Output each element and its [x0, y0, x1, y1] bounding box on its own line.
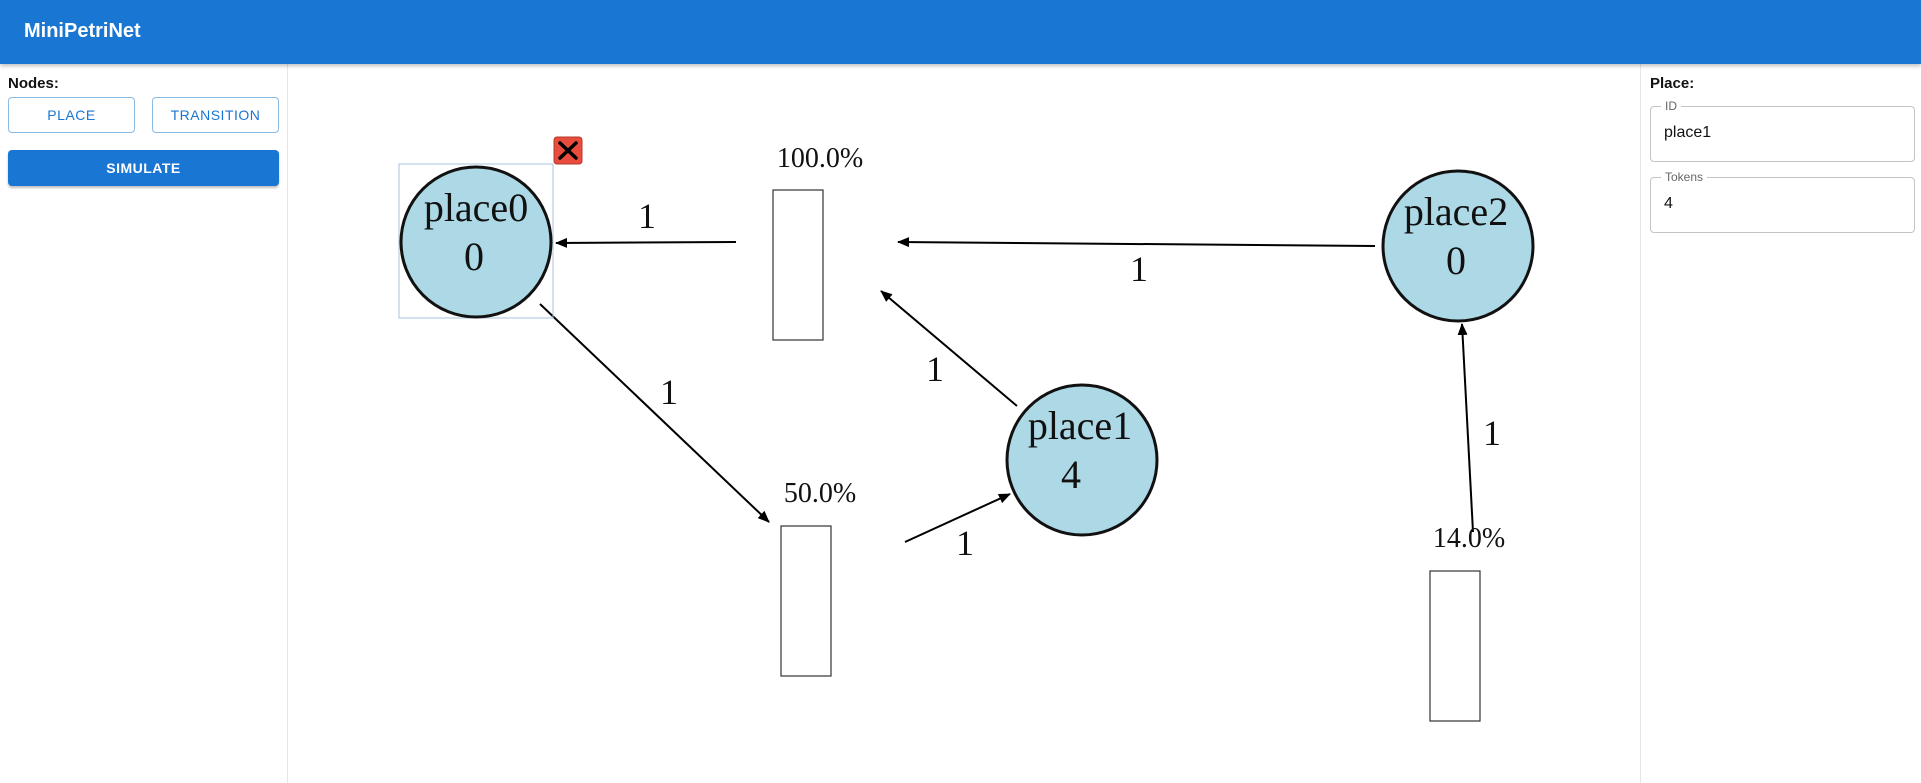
id-field-label: ID: [1661, 99, 1681, 113]
transition-probability-label: 14.0%: [1433, 523, 1505, 554]
place-place1[interactable]: place1 4: [1005, 383, 1159, 537]
arc-t0-to-place0[interactable]: 1: [555, 196, 737, 248]
place-name: place0: [424, 185, 528, 230]
arc-weight: 1: [926, 349, 944, 389]
arc-weight: 1: [1130, 249, 1148, 289]
place-name: place1: [1028, 403, 1132, 448]
arc-place1-to-t0[interactable]: 1: [880, 290, 1018, 407]
place-tokens: 0: [1446, 238, 1466, 283]
tokens-field[interactable]: Tokens: [1650, 170, 1915, 233]
place-tokens: 4: [1061, 452, 1081, 497]
delete-node-icon[interactable]: [553, 136, 583, 165]
tokens-field-label: Tokens: [1661, 170, 1708, 184]
arc-weight: 1: [956, 523, 974, 563]
arc-t2-to-place2[interactable]: 1: [1457, 323, 1501, 533]
arc-weight: 1: [638, 196, 656, 236]
place-tokens: 0: [464, 234, 484, 279]
transition-probability-label: 50.0%: [784, 478, 856, 509]
place-name: place2: [1404, 189, 1508, 234]
arc-weight: 1: [660, 372, 678, 412]
tokens-input[interactable]: [1664, 195, 1894, 213]
add-place-button[interactable]: PLACE: [8, 97, 135, 133]
arc-t1-to-place1[interactable]: 1: [904, 493, 1011, 563]
left-panel: Nodes: PLACE TRANSITION SIMULATE: [0, 64, 288, 783]
app-bar: MiniPetriNet: [0, 0, 1921, 64]
place-place2[interactable]: place2 0: [1381, 169, 1535, 323]
transition-t0[interactable]: 100.0%: [772, 143, 863, 341]
app-title: MiniPetriNet: [24, 20, 141, 42]
right-panel: Place: ID Tokens: [1640, 64, 1921, 783]
simulate-button[interactable]: SIMULATE: [8, 150, 279, 186]
arc-place0-to-t1[interactable]: 1: [539, 303, 770, 523]
id-input[interactable]: [1664, 124, 1894, 142]
place-section-label: Place:: [1650, 75, 1695, 92]
add-transition-button[interactable]: TRANSITION: [152, 97, 279, 133]
transition-t1[interactable]: 50.0%: [780, 478, 856, 677]
transition-t2[interactable]: 14.0%: [1429, 523, 1505, 722]
transition-probability-label: 100.0%: [777, 143, 863, 174]
arc-weight: 1: [1483, 413, 1501, 453]
nodes-label: Nodes:: [8, 75, 59, 92]
arc-place2-to-t0[interactable]: 1: [897, 237, 1376, 289]
place-place0[interactable]: place0 0: [398, 163, 554, 319]
id-field[interactable]: ID: [1650, 99, 1915, 162]
